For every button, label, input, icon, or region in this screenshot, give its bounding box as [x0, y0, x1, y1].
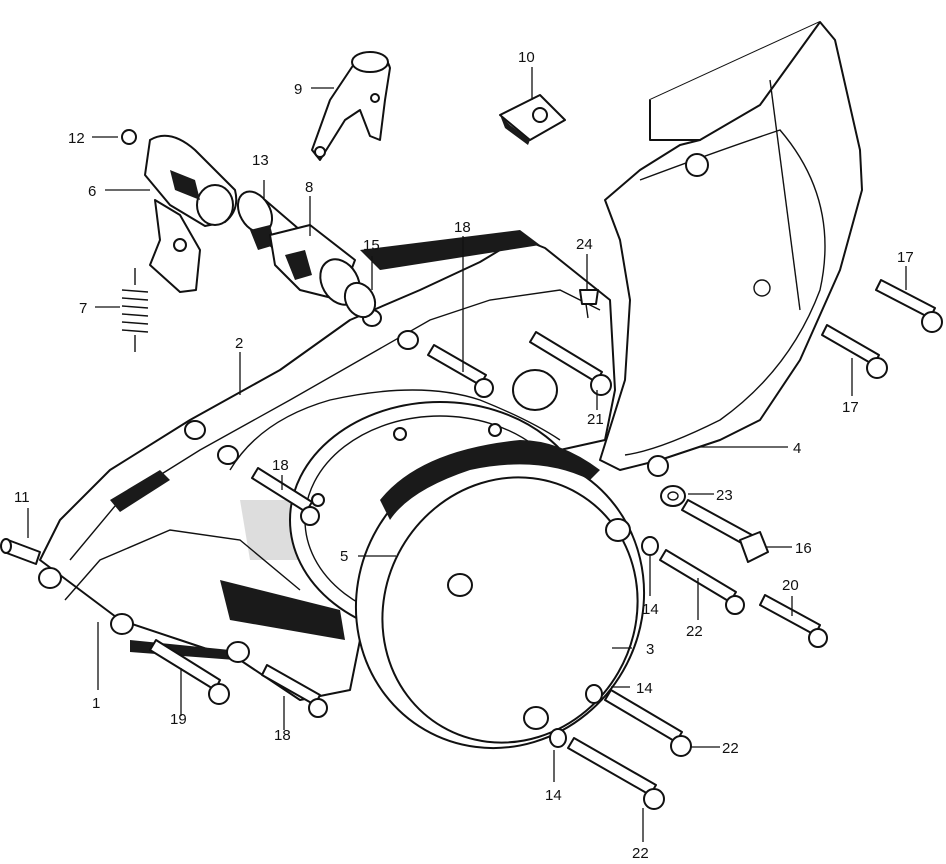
callout-24: 24	[576, 236, 593, 253]
screw-17a	[875, 279, 943, 333]
callout-18-middle: 18	[272, 457, 289, 474]
dowel-pin	[0, 538, 41, 565]
callout-7: 7	[79, 300, 87, 317]
screw-22a	[659, 549, 745, 615]
callout-22-middle: 22	[722, 740, 739, 757]
callout-8: 8	[305, 179, 313, 196]
callout-12: 12	[68, 130, 85, 147]
sprocket-cover	[599, 21, 863, 477]
callout-17-lower: 17	[842, 399, 859, 416]
callout-22-upper: 22	[686, 623, 703, 640]
callout-13: 13	[252, 152, 269, 169]
callout-3: 3	[646, 641, 654, 658]
callout-14-upper: 14	[642, 601, 659, 618]
callout-18-bottom: 18	[274, 727, 291, 744]
screw-22c	[567, 737, 665, 810]
screw-22b	[604, 689, 692, 757]
lifter-cam	[269, 224, 361, 306]
callout-4: 4	[793, 440, 801, 457]
clutch-lifter	[144, 134, 238, 293]
callout-11: 11	[14, 489, 30, 506]
grease-nipple	[579, 289, 599, 319]
clip-nut	[499, 94, 566, 145]
callout-10: 10	[518, 49, 535, 66]
callout-17-upper: 17	[897, 249, 914, 266]
screw-21	[529, 331, 612, 396]
washer-14c	[549, 728, 567, 748]
lifter-spring	[121, 268, 149, 352]
washer-14a	[641, 536, 659, 556]
screw-18c	[261, 664, 328, 718]
callout-20: 20	[782, 577, 799, 594]
screw-18a	[427, 344, 494, 398]
o-ring	[343, 281, 377, 319]
bolt-16	[681, 499, 769, 563]
callout-18-top: 18	[454, 219, 471, 236]
callout-5: 5	[340, 548, 348, 565]
washer-14b	[585, 684, 603, 704]
callout-labels: 11 1 2 3 4 5 6 7 8 9 10 12 13 14 14 14 1…	[14, 49, 914, 862]
callout-14-middle: 14	[636, 680, 653, 697]
callout-16: 16	[795, 540, 812, 557]
steel-ball	[121, 129, 137, 145]
washer-23	[660, 485, 686, 507]
lifter-lever	[311, 51, 391, 161]
callout-22-bottom: 22	[632, 845, 649, 862]
screw-19	[149, 639, 230, 705]
callout-2: 2	[235, 335, 243, 352]
callout-1: 1	[92, 695, 100, 712]
callout-21: 21	[587, 411, 604, 428]
generator-cover	[354, 440, 646, 750]
callout-14-lower: 14	[545, 787, 562, 804]
callout-6: 6	[88, 183, 96, 200]
callout-9: 9	[294, 81, 302, 98]
leader-lines	[27, 67, 907, 842]
screw-20	[759, 594, 828, 648]
callout-15: 15	[363, 237, 380, 254]
screw-17b	[821, 324, 888, 379]
callout-23: 23	[716, 487, 733, 504]
callout-19: 19	[170, 711, 187, 728]
